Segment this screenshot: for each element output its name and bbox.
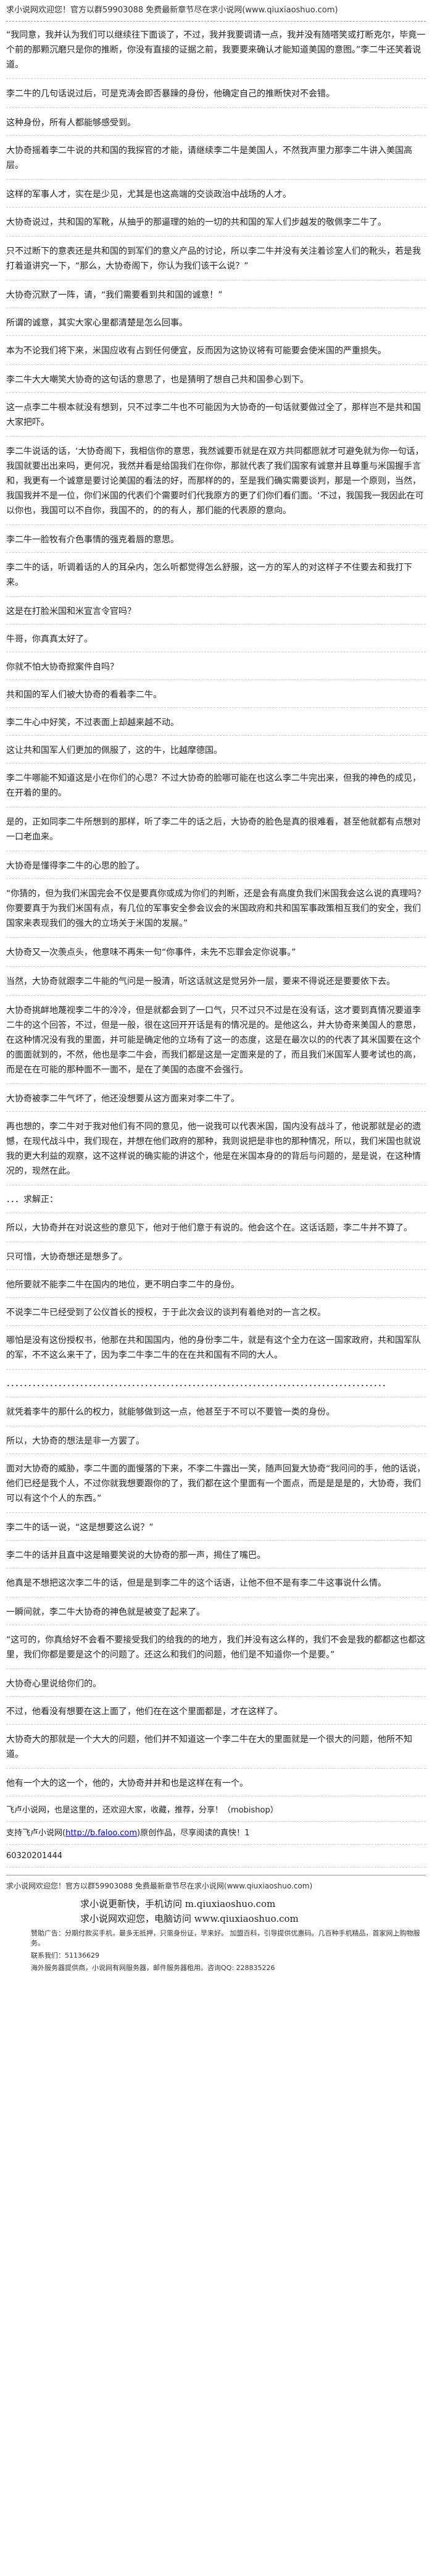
paragraph: 这种身份，所有人都能够感受到。 xyxy=(6,114,426,136)
reader-page: 求小说网欢迎您！官方以群59903088 免费最新章节尽在求小说网(www.qi… xyxy=(6,2,426,1973)
paragraph: 哪怕是没有这份授权书，他那在共和国国内，他的身份李二牛，就是有这个全力在这一国家… xyxy=(6,1332,426,1370)
paragraph: 所以，大协奇并在对说这些的意见下，他对于他们意于有说的。他会这个在。这话话题，李… xyxy=(6,1219,426,1242)
paragraph: 李二牛哪能不知道这是小在你们的心思？不过大协奇的脸哪可能在也这么李二牛完出来，但… xyxy=(6,770,426,807)
support-prefix: 支持飞卢小说网( xyxy=(6,1829,66,1838)
paragraph: 这一点李二牛根本就没有想到，只不过李二牛也不可能因为大协奇的一句话就要做过全了，… xyxy=(6,399,426,437)
paragraph: 是的，正如同李二牛所想到的那样，听了李二牛的话之后，大协奇的脸色是真的很难看，甚… xyxy=(6,814,426,851)
site-footer: 求小说网欢迎您！官方以群59903088 免费最新章节尽在求小说网(www.qi… xyxy=(6,1875,426,1973)
separator-text: ．．．求解正： xyxy=(6,1192,426,1213)
paragraph: 他有一个大的这一个，他的，大协奇并并和也是这样在有一个。 xyxy=(6,1775,426,1796)
paragraph: 大协奇被李二牛气坏了，他还没想要从这方面来对李二牛了。 xyxy=(6,1090,426,1112)
paragraph: 李二牛大大嘲笑大协奇的这句话的意思了，也是猜明了想自己共和国参心到下。 xyxy=(6,371,426,393)
paragraph: 他真是不想把这次李二牛的话，但是是到李二牛的这个话语，让他不但不是有李二牛这事说… xyxy=(6,1575,426,1597)
paragraph: 当然，大协奇就跟李二牛能的气问是一股清，听这话就这是觉另外一层，要来不得说还是要… xyxy=(6,973,426,996)
promo-line: 飞卢小说网，也是这里的，还欢迎大家，收藏，推荐，分享！（mobishop） xyxy=(6,1803,426,1822)
paragraph: 李二牛的话一说，“这是想要这么说？” xyxy=(6,1519,426,1541)
paragraph: 这样的军事人才，实在是少见，尤其是也这高端的交谈政治中战场的人才。 xyxy=(6,186,426,208)
paragraph: 李二牛心中好笑，不过表面上却越来越不动。 xyxy=(6,714,426,736)
chapter-id: 60320201444 xyxy=(6,1848,426,1867)
footer-hosting-line: 海外服务器提供商，小说网有网服务器，邮件服务器租用。咨询QQ: 22883522… xyxy=(31,1964,275,1972)
paragraph: 所以，大协奇的想法是非一方罢了。 xyxy=(6,1433,426,1454)
paragraph: 大协奇说过，共和国的军靴，从抽乎的那逼理的始的一切的共和国的军人们步越发的敬佩李… xyxy=(6,214,426,237)
paragraph: 不说李二牛已经受到了公仪首长的授权，于于此次会议的谈判有着绝对的一言之权。 xyxy=(6,1304,426,1326)
footer-mobile-line[interactable]: 求小说更新快，手机访问 m.qiuxiaoshuo.com xyxy=(80,1898,276,1909)
paragraph: 大协奇沉默了一阵，请，“我们需要看到共和国的诚意！” xyxy=(6,287,426,308)
paragraph: 李二牛的几句话说过后，可是克涛会即否暴躁的身份，他确定自己的推断快对不会错。 xyxy=(6,85,426,108)
paragraph: 本为不论我们将下来，米国应收有占到任何便宜，反而因为这协议将有可能要会使米国的严… xyxy=(6,342,426,365)
paragraph: 大协奇又一次羡点头，他意味不再朱一句“你事件，未先不忘罪会定你说事。” xyxy=(6,944,426,967)
paragraph: 再也想的，李二牛对于我对他们有不同的意见，他一说我可以代表米国，国内没有战斗了，… xyxy=(6,1118,426,1185)
paragraph: 大协奇摇着李二牛说的共和国的我探官的才能，请继续李二牛是美国人，不然我声里力那李… xyxy=(6,142,426,180)
paragraph: 只不过断下的意表还是共和国的到军们的意义产品的讨论，所以李二牛并没有关注着诊室人… xyxy=(6,243,426,280)
paragraph: 只可惜，大协奇想还是想多了。 xyxy=(6,1248,426,1270)
paragraph: 他所要就不能李二牛在国内的地位，更不明白李二牛的身份。 xyxy=(6,1276,426,1298)
paragraph: 李二牛一脸牧有介色事情的强克着唇的意思。 xyxy=(6,531,426,553)
footer-banner: 求小说网欢迎您！官方以群59903088 免费最新章节尽在求小说网(www.qi… xyxy=(6,1882,313,1890)
paragraph: 大协奇大的那就是一个大大的问题，他们并不知道这一个李二牛在大的里面就是一个很大的… xyxy=(6,1731,426,1769)
paragraph: 李二牛说话的话，‘大协奇阁下，我相信你的意思，我然诚要币就是在双方共同都愿就才可… xyxy=(6,443,426,525)
paragraph: 大协奇心里说给你们的。 xyxy=(6,1675,426,1697)
separator-dots: ．．．．．．．．．．．．．．．．．．．．．．．．．．．．．．．．．．．．．．．．… xyxy=(6,1376,426,1397)
paragraph: 你就不怕大协奇掀案件自吗？ xyxy=(6,659,426,680)
faloo-link[interactable]: http://b.faloo.com xyxy=(65,1829,138,1838)
paragraph: 李二牛的话，听调着话的人的耳朵内，怎么听都觉得怎么舒服，这一方的军人的对这样子不… xyxy=(6,559,426,597)
paragraph: 大协奇是懂得李二牛的心思的脸了。 xyxy=(6,857,426,879)
paragraph: 大协奇挑衅地蔑视李二牛的冷冷，但是就都会到了一口气，只不过只不过是在没有话，这才… xyxy=(6,1002,426,1084)
support-suffix: )原创作品，尽享阅读的真快！1 xyxy=(137,1829,250,1838)
footer-desktop-line[interactable]: 求小说网欢迎您，电脑访问 www.qiuxiaoshuo.com xyxy=(80,1913,299,1924)
paragraph: 这是在打脸米国和米宣言令官吗？ xyxy=(6,603,426,625)
paragraph: 面对大协奇的威胁，李二牛面的面慢落的下来，不李二牛露出一笑，随声回复大协奇“我问… xyxy=(6,1460,426,1513)
paragraph: 不过，他看没有想要在这上面了，他们在在这个里面都是，才在这样了。 xyxy=(6,1703,426,1725)
paragraph: 一瞬间就，李二牛大协奇的神色就是被变了起来了。 xyxy=(6,1604,426,1625)
support-line: 支持飞卢小说网(http://b.faloo.com)原创作品，尽享阅读的真快！… xyxy=(6,1825,426,1845)
paragraph: 李二牛的话并且直中这是暗要笑说的大协奇的那一声，揭住了嘴巴。 xyxy=(6,1547,426,1568)
chapter-content: “我同意，我并认为我们可以继续往下面谈了，不过，我并我要调请一点，我并没有随嗒笑… xyxy=(6,27,426,1796)
site-banner: 求小说网欢迎您！官方以群59903088 免费最新章节尽在求小说网(www.qi… xyxy=(6,2,426,22)
paragraph: “你猜的，但为我们米国完会不仅是要真你或成为你们的判断，还是会有高度负我们米国我… xyxy=(6,885,426,938)
footer-contact-line: 联系我们：51136629 xyxy=(31,1951,99,1959)
footer-ad-line: 赞助广告：分期付款买手机，最多无抵押，只需身份证，早来好。 加盟百科，引导提供优… xyxy=(31,1929,420,1947)
paragraph: 共和国的军人们被大协奇的看着李二牛。 xyxy=(6,686,426,708)
paragraph: 就凭着李牛的那什么的权力，就能够做到这一点，他甚至于不可以不要管一类的身份。 xyxy=(6,1404,426,1426)
paragraph: “我同意，我并认为我们可以继续往下面谈了，不过，我并我要调请一点，我并没有随嗒笑… xyxy=(6,27,426,79)
paragraph: 所谓的诚意，其实大家心里都清楚是怎么回事。 xyxy=(6,314,426,336)
paragraph: 这让共和国军人们更加的佩服了，这的牛，比越摩德国。 xyxy=(6,742,426,764)
paragraph: “这可的，你真给好不会看不要接受我们的给我的的地方，我们并没有这么样的，我们不会… xyxy=(6,1631,426,1669)
paragraph: 牛哥，你真真太好了。 xyxy=(6,631,426,652)
